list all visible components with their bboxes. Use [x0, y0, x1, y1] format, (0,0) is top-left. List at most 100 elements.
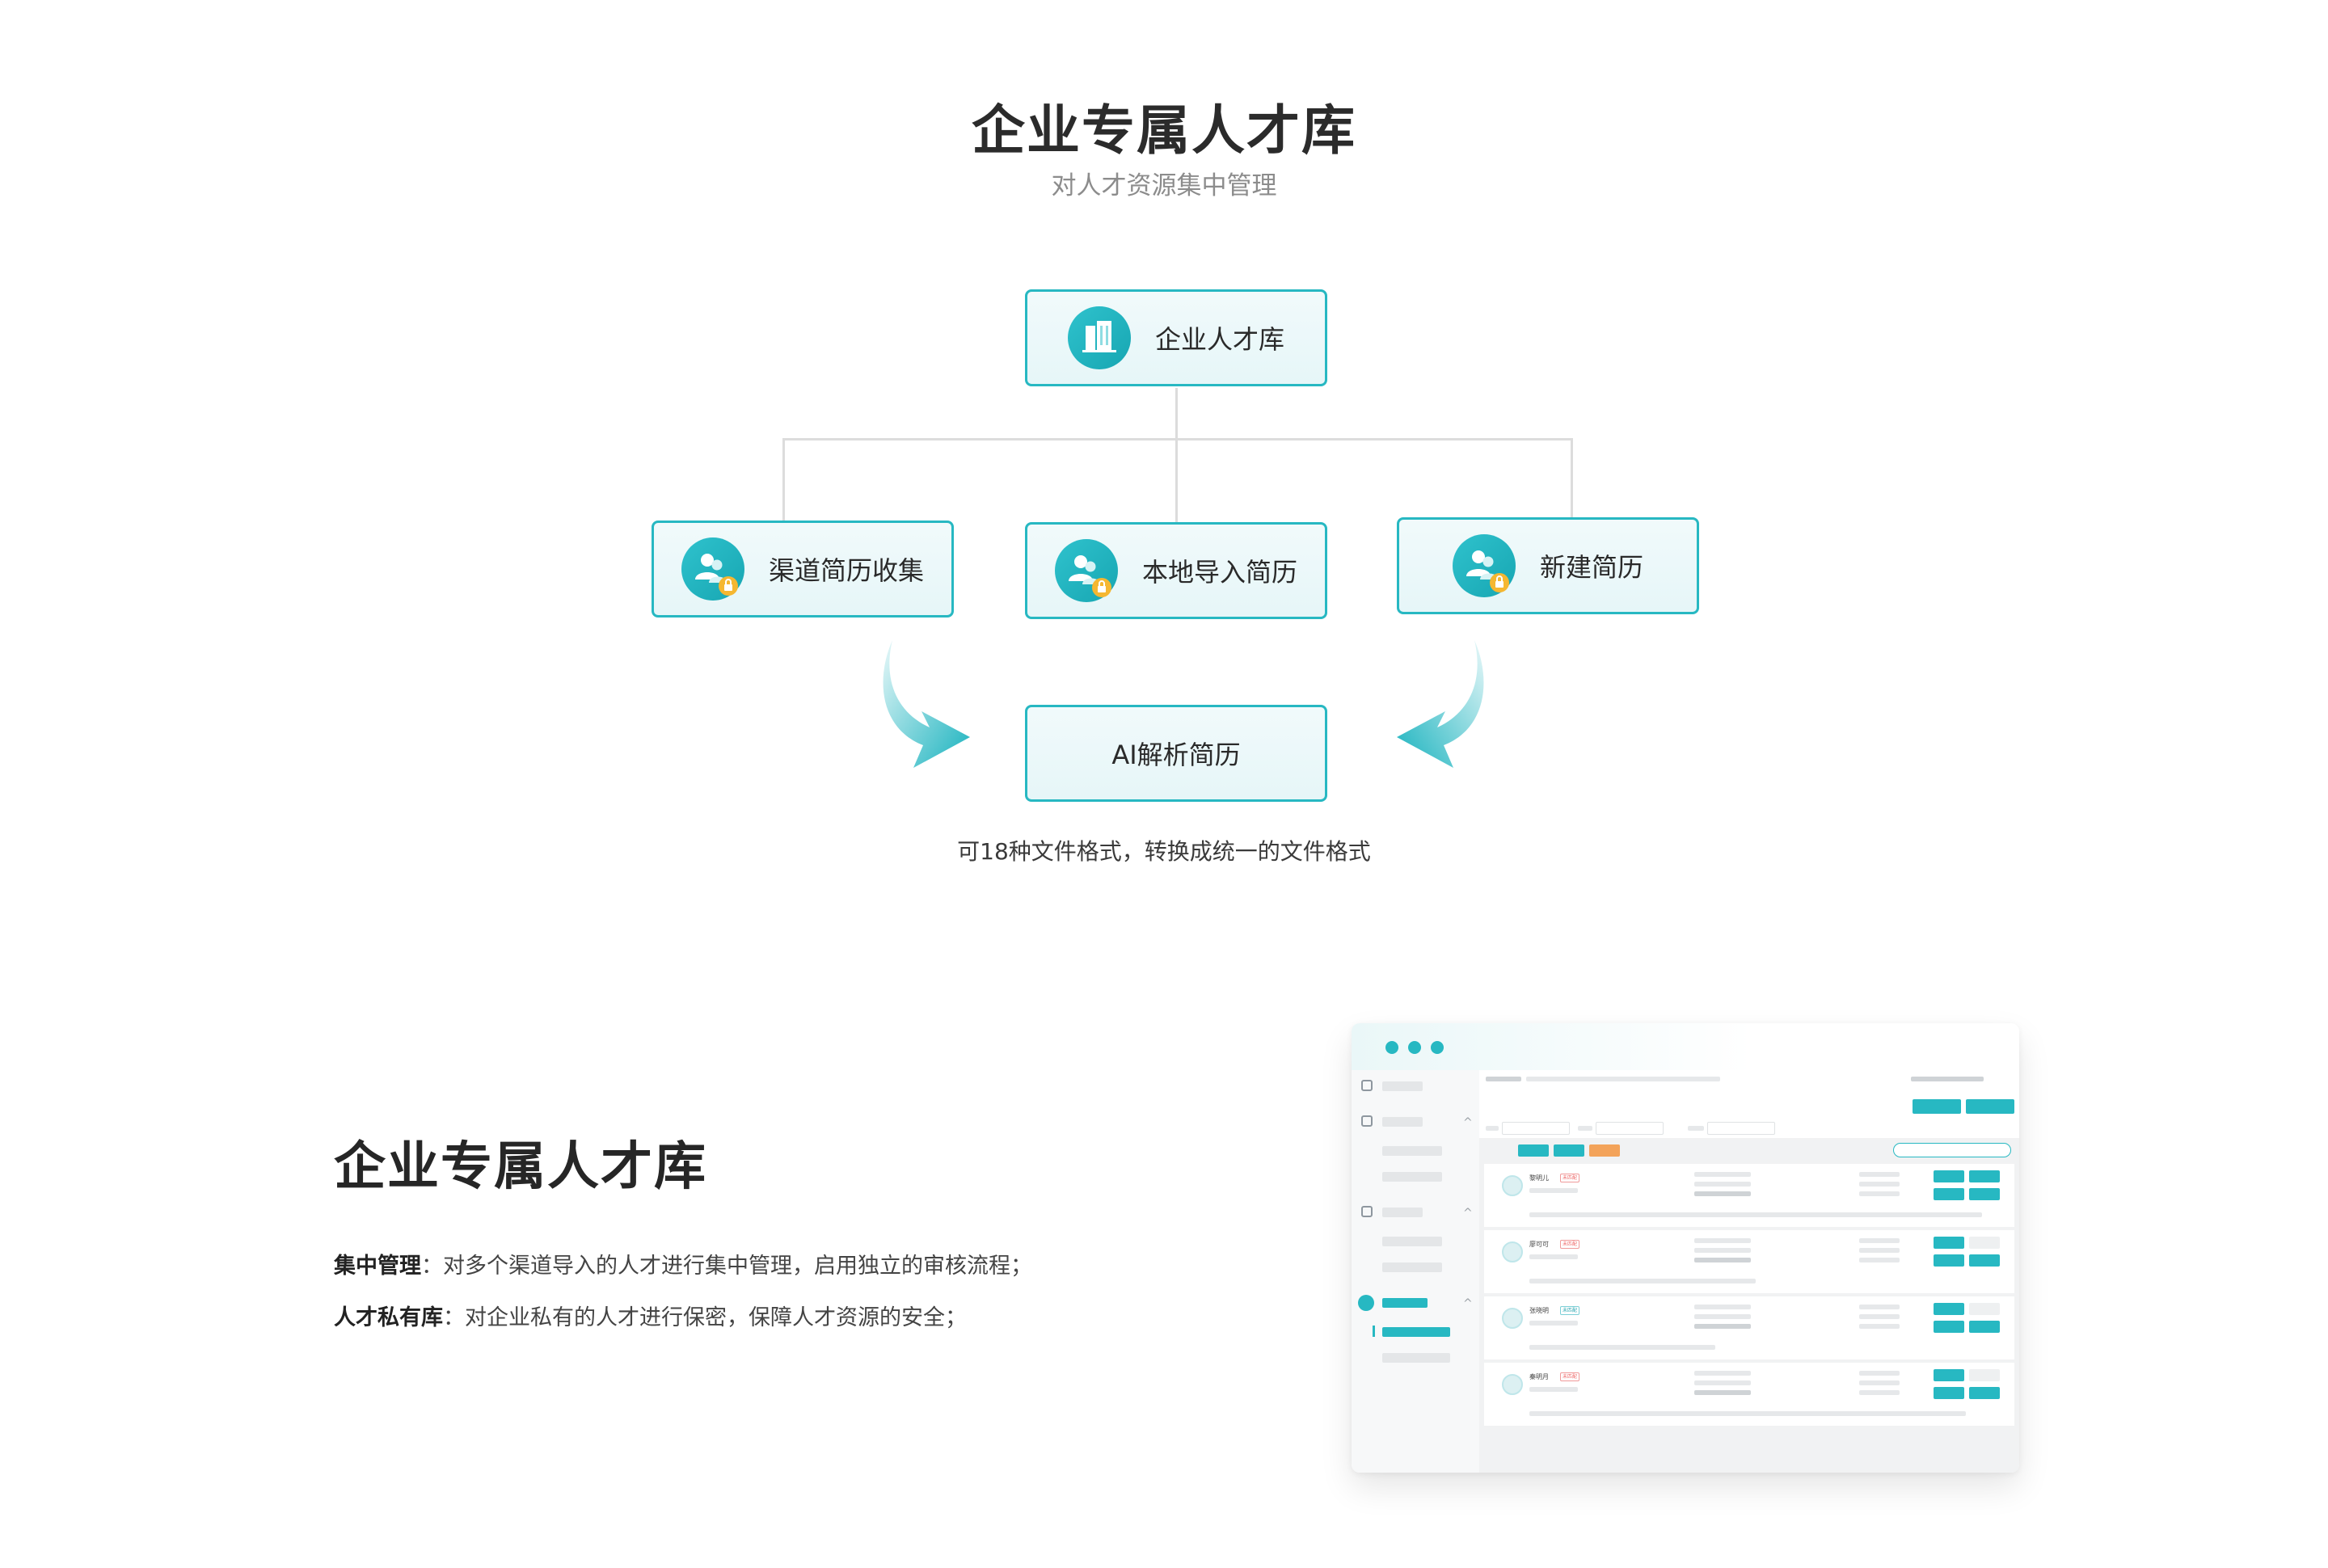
detail-placeholder	[1694, 1182, 1751, 1187]
import-button[interactable]	[1913, 1099, 1961, 1114]
detail-placeholder	[1694, 1258, 1751, 1262]
building-icon	[1067, 306, 1131, 369]
detail-placeholder	[1859, 1172, 1900, 1177]
account-placeholder	[1911, 1077, 1984, 1081]
detail-placeholder	[1859, 1305, 1900, 1309]
node-new-resume: 新建简历	[1397, 517, 1699, 614]
row-action-button[interactable]	[1969, 1369, 2000, 1381]
node-ai-resume-parsing: AI解析简历	[1025, 705, 1327, 802]
feature-item: 人才私有库：对企业私有的人才进行保密，保障人才资源的安全；	[334, 1300, 967, 1331]
document-icon	[1361, 1206, 1373, 1217]
candidate-name: 廖可可	[1529, 1241, 1549, 1248]
mockup-sidebar: ^ ^ ^	[1352, 1070, 1479, 1473]
status-badge: 未匹配	[1560, 1306, 1580, 1315]
row-action-button[interactable]	[1969, 1387, 2000, 1399]
row-action-button[interactable]	[1969, 1188, 2000, 1200]
detail-placeholder	[1859, 1390, 1900, 1395]
row-action-button[interactable]	[1934, 1387, 1964, 1399]
row-action-button[interactable]	[1934, 1188, 1964, 1200]
row-action-button[interactable]	[1969, 1170, 2000, 1182]
sidebar-item-placeholder	[1382, 1081, 1423, 1091]
sidebar-item-placeholder	[1382, 1208, 1423, 1217]
filter-field[interactable]	[1707, 1122, 1775, 1135]
row-action-button[interactable]	[1934, 1254, 1964, 1267]
row-action-button[interactable]	[1934, 1237, 1964, 1249]
row-action-button[interactable]	[1934, 1369, 1964, 1381]
sidebar-subitem-placeholder	[1382, 1237, 1442, 1246]
feature-title: 企业专属人才库	[334, 1137, 707, 1197]
detail-placeholder	[1694, 1248, 1751, 1253]
tab-button[interactable]	[1554, 1144, 1584, 1157]
candidate-row[interactable]: 张晓明 未匹配	[1484, 1296, 2014, 1359]
people-lock-icon	[1452, 534, 1516, 597]
row-action-button[interactable]	[1934, 1303, 1964, 1315]
connector-root-down	[1175, 388, 1178, 440]
row-action-button[interactable]	[1969, 1321, 2000, 1333]
candidate-row[interactable]: 廖可可 未匹配	[1484, 1230, 2014, 1293]
sidebar-subitem-placeholder	[1382, 1262, 1442, 1272]
node-label: AI解析简历	[1111, 740, 1241, 770]
row-action-button[interactable]	[1969, 1303, 2000, 1315]
feature-separator: ：	[421, 1254, 443, 1279]
row-action-button[interactable]	[1969, 1254, 2000, 1267]
sidebar-item-active-placeholder	[1382, 1298, 1428, 1308]
tab-button[interactable]	[1518, 1144, 1549, 1157]
breadcrumb-placeholder	[1526, 1077, 1720, 1081]
feature-separator: ：	[443, 1305, 465, 1330]
filter-field[interactable]	[1596, 1122, 1664, 1135]
detail-placeholder	[1859, 1182, 1900, 1187]
detail-placeholder	[1859, 1238, 1900, 1243]
sidebar-subitem-placeholder	[1382, 1146, 1442, 1156]
feature-term: 人才私有库	[334, 1305, 443, 1330]
filter-label-placeholder	[1486, 1126, 1499, 1131]
row-action-button[interactable]	[1934, 1321, 1964, 1333]
status-badge: 未匹配	[1560, 1174, 1580, 1182]
candidate-name: 黎明儿	[1529, 1174, 1549, 1182]
detail-placeholder	[1859, 1324, 1900, 1329]
avatar	[1502, 1308, 1523, 1329]
sidebar-subitem-placeholder	[1382, 1172, 1442, 1182]
filter-label-placeholder	[1688, 1126, 1704, 1131]
candidate-name: 张晓明	[1529, 1307, 1549, 1314]
detail-placeholder	[1694, 1305, 1751, 1309]
connector-center	[1175, 438, 1178, 524]
candidate-row[interactable]: 黎明儿 未匹配	[1484, 1164, 2014, 1227]
sidebar-subitem-active-placeholder	[1382, 1327, 1450, 1337]
row-action-button[interactable]	[1969, 1237, 2000, 1249]
note-placeholder	[1529, 1212, 1982, 1217]
note-placeholder	[1529, 1345, 1715, 1350]
app-mockup: ^ ^ ^	[1352, 1023, 2019, 1473]
talent-pool-icon	[1358, 1295, 1374, 1311]
candidate-row[interactable]: 秦明月 未匹配	[1484, 1363, 2014, 1426]
detail-placeholder	[1529, 1387, 1578, 1392]
detail-placeholder	[1694, 1324, 1751, 1329]
detail-placeholder	[1694, 1191, 1751, 1196]
candidate-name: 秦明月	[1529, 1373, 1549, 1380]
people-lock-icon	[681, 537, 744, 601]
detail-placeholder	[1694, 1371, 1751, 1376]
detail-placeholder	[1859, 1371, 1900, 1376]
tab-button[interactable]	[1589, 1144, 1620, 1157]
hero-title: 企业专属人才库	[972, 99, 1356, 162]
search-input[interactable]	[1893, 1143, 2011, 1157]
sidebar-subitem-placeholder	[1382, 1353, 1450, 1363]
row-action-button[interactable]	[1934, 1170, 1964, 1182]
folder-icon	[1361, 1115, 1373, 1127]
detail-placeholder	[1529, 1321, 1578, 1326]
people-lock-icon	[1054, 539, 1118, 602]
node-enterprise-talent-pool: 企业人才库	[1025, 289, 1327, 386]
mockup-main: 黎明儿 未匹配 廖可可 未匹配	[1479, 1070, 2019, 1473]
connector-left	[782, 438, 785, 522]
detail-placeholder	[1694, 1390, 1751, 1395]
note-placeholder	[1529, 1411, 1966, 1416]
filter-field[interactable]	[1502, 1122, 1570, 1135]
diagram-caption: 可18种文件格式，转换成统一的文件格式	[957, 838, 1371, 865]
new-button[interactable]	[1966, 1099, 2014, 1114]
feature-text: 对多个渠道导入的人才进行集中管理，启用独立的审核流程；	[443, 1254, 1032, 1279]
detail-placeholder	[1859, 1258, 1900, 1262]
detail-placeholder	[1694, 1172, 1751, 1177]
active-indicator	[1373, 1326, 1375, 1337]
node-label: 企业人才库	[1154, 324, 1284, 355]
filter-label-placeholder	[1578, 1126, 1592, 1131]
feature-text: 对企业私有的人才进行保密，保障人才资源的安全；	[465, 1305, 967, 1330]
